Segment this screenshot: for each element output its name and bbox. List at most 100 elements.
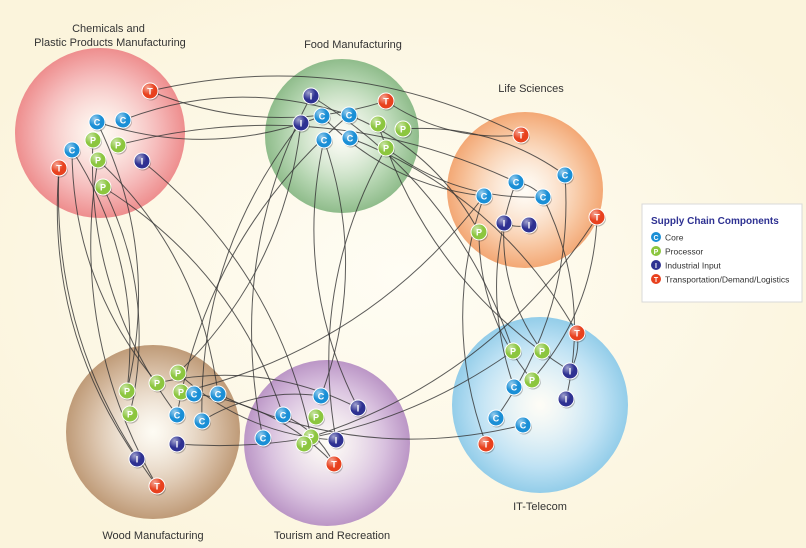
legend-core-icon (651, 232, 661, 242)
svg-text:P: P (383, 144, 389, 154)
svg-text:P: P (175, 369, 181, 379)
node-industrial-input: I (561, 362, 579, 381)
svg-text:C: C (653, 235, 658, 242)
cluster-it-telecom-circle (452, 317, 628, 493)
svg-text:I: I (528, 221, 531, 231)
node-transportation: T (377, 92, 395, 111)
svg-text:P: P (313, 413, 319, 423)
node-industrial-input: I (292, 114, 310, 133)
svg-text:I: I (136, 455, 139, 465)
node-core: C (556, 166, 574, 185)
node-processor: P (533, 342, 551, 361)
supply-chain-link (217, 393, 524, 440)
svg-text:I: I (310, 92, 313, 102)
svg-text:T: T (518, 131, 524, 141)
node-processor: P (172, 383, 190, 402)
node-transportation: T (148, 477, 166, 496)
node-processor: P (148, 374, 166, 393)
node-processor: P (94, 178, 112, 197)
supply-chain-link (251, 95, 312, 439)
node-processor: P (377, 139, 395, 158)
legend-item-label: Processor (665, 247, 703, 257)
supply-chain-link (310, 216, 598, 438)
supply-chain-link (201, 393, 322, 422)
legend-item-label: Industrial Input (665, 261, 721, 271)
svg-text:I: I (569, 367, 572, 377)
node-industrial-input: I (520, 216, 538, 235)
cluster-label-it-telecom: IT-Telecom (513, 501, 567, 513)
supply-chain-link (377, 123, 571, 372)
svg-text:C: C (191, 390, 198, 400)
node-processor: P (89, 151, 107, 170)
legend-item-transportation: T Transportation/Demand/Logistics (651, 274, 789, 285)
svg-text:P: P (301, 440, 307, 450)
supply-chain-link (149, 90, 387, 119)
node-core: C (88, 113, 106, 132)
supply-chain-link (313, 139, 359, 409)
node-core: C (507, 173, 525, 192)
svg-text:T: T (594, 213, 600, 223)
legend-processor-icon (651, 246, 661, 256)
svg-text:C: C (511, 383, 518, 393)
svg-text:C: C (540, 193, 547, 203)
legend-industrial-input-icon (651, 260, 661, 270)
supply-chain-link (117, 124, 517, 183)
svg-text:C: C (260, 434, 267, 444)
svg-text:T: T (654, 277, 659, 284)
svg-text:C: C (69, 146, 76, 156)
node-processor: P (118, 382, 136, 401)
svg-text:I: I (503, 219, 506, 229)
svg-text:P: P (476, 228, 482, 238)
node-processor: P (523, 371, 541, 390)
svg-text:P: P (529, 376, 535, 386)
svg-text:P: P (375, 120, 381, 130)
svg-text:I: I (655, 263, 657, 270)
supply-chain-link (348, 114, 480, 233)
legend-transportation-icon (651, 274, 661, 284)
node-transportation: T (50, 159, 68, 178)
svg-text:I: I (176, 440, 179, 450)
svg-text:T: T (56, 164, 62, 174)
svg-text:P: P (95, 156, 101, 166)
supply-chain-link (90, 159, 158, 487)
node-industrial-input: I (349, 399, 367, 418)
svg-text:C: C (493, 414, 500, 424)
supply-chain-link (122, 96, 350, 121)
svg-text:I: I (300, 119, 303, 129)
node-processor: P (470, 223, 488, 242)
supply-chain-link (201, 122, 302, 422)
supply-chain-link (328, 147, 387, 441)
svg-text:P: P (178, 388, 184, 398)
node-core: C (185, 385, 203, 404)
legend-item-label: Transportation/Demand/Logistics (665, 275, 789, 285)
svg-text:I: I (335, 436, 338, 446)
svg-text:C: C (346, 111, 353, 121)
svg-text:I: I (141, 157, 144, 167)
svg-text:P: P (308, 433, 314, 443)
node-core: C (193, 412, 211, 431)
node-transportation: T (325, 455, 343, 474)
cluster-label-tourism: Tourism and Recreation (274, 530, 390, 542)
legend-title: Supply Chain Components (651, 216, 779, 227)
supply-chain-link (176, 114, 350, 416)
node-processor: P (504, 342, 522, 361)
svg-text:C: C (347, 134, 354, 144)
svg-text:P: P (100, 183, 106, 193)
supply-chain-link (180, 195, 485, 393)
node-core: C (341, 129, 359, 148)
node-processor: P (109, 136, 127, 155)
svg-text:P: P (539, 347, 545, 357)
node-transportation: T (568, 324, 586, 343)
supply-chain-link (496, 181, 517, 388)
svg-text:P: P (400, 125, 406, 135)
supply-chain-link (71, 149, 158, 384)
svg-text:T: T (154, 482, 160, 492)
svg-text:C: C (94, 118, 101, 128)
svg-text:C: C (280, 411, 287, 421)
node-industrial-input: I (557, 390, 575, 409)
node-core: C (534, 188, 552, 207)
node-core: C (254, 429, 272, 448)
